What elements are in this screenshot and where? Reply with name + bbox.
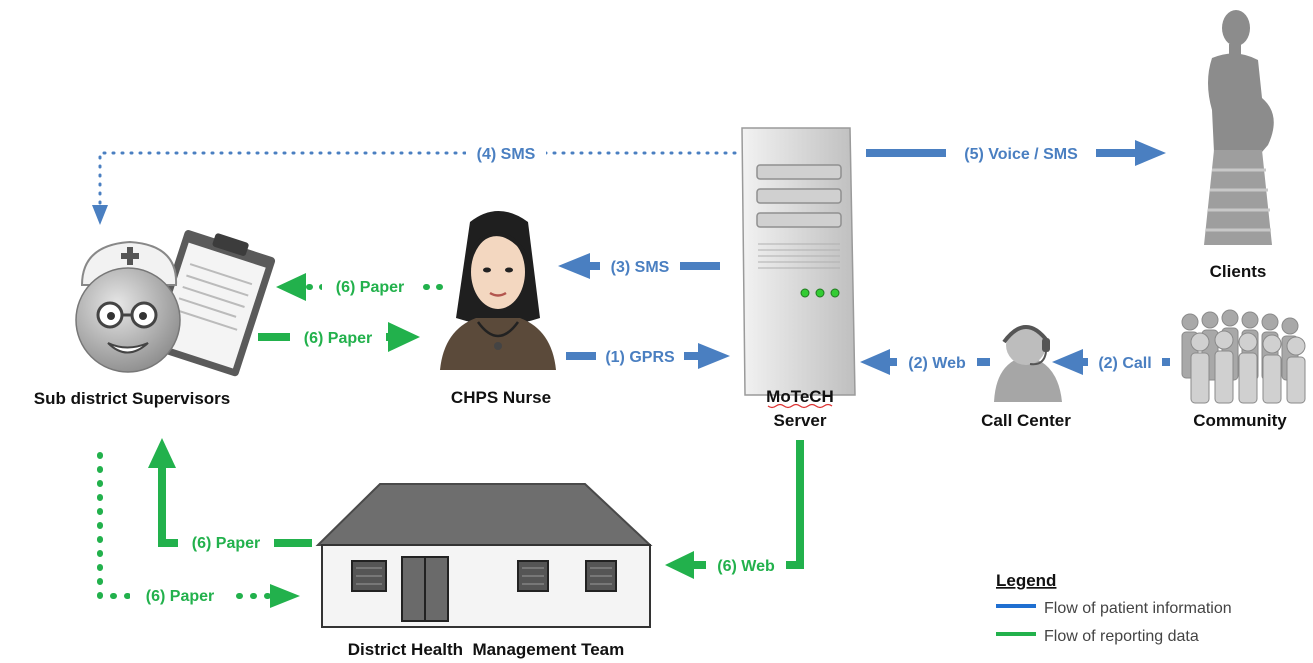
- legend-item-reporting: Flow of reporting data: [1044, 628, 1199, 645]
- edge-web-server-to-dhmt: (6) Web: [665, 440, 804, 579]
- arrowhead-icon: [276, 273, 306, 301]
- arrowhead-icon: [270, 584, 300, 608]
- edge-paper-supervisors-to-dhmt: (6) Paper: [97, 452, 300, 608]
- edge-voice-sms-clients: (5) Voice / SMS: [866, 140, 1166, 166]
- community-label: Community: [1193, 411, 1287, 430]
- spellcheck-underline: [767, 403, 833, 409]
- server-node: MoTeCH Server: [741, 127, 856, 430]
- edge-label-voice-sms: (5) Voice / SMS: [964, 146, 1078, 163]
- nurse-label: CHPS Nurse: [451, 388, 551, 407]
- call-center-node: Call Center: [981, 325, 1071, 430]
- edge-label-web-2: (2) Web: [908, 355, 966, 372]
- arrowhead-icon: [558, 253, 590, 279]
- edge-label-web-6: (6) Web: [717, 558, 775, 575]
- clients-label: Clients: [1210, 262, 1267, 281]
- edge-gprs-to-server: (1) GPRS: [566, 343, 730, 369]
- edge-label-paper-dhmt-sup: (6) Paper: [192, 535, 260, 552]
- edge-label-paper-nurse-sup: (6) Paper: [336, 279, 404, 296]
- arrowhead-icon: [1135, 140, 1166, 166]
- edge-label-gprs: (1) GPRS: [605, 349, 675, 366]
- supervisors-label: Sub district Supervisors: [34, 389, 231, 408]
- nurse-icon: [440, 211, 556, 370]
- edge-label-sms-4: (4) SMS: [477, 146, 536, 163]
- edge-call-from-community: (2) Call: [1052, 349, 1170, 375]
- edge-sms-to-supervisors: (4) SMS: [92, 143, 737, 225]
- dhmt-label: District Health Management Team: [348, 640, 624, 659]
- edge-web-from-callcenter: (2) Web: [860, 349, 990, 375]
- arrowhead-icon: [92, 205, 108, 225]
- dhmt-node: District Health Management Team: [315, 483, 653, 659]
- edge-label-sms-3: (3) SMS: [611, 259, 670, 276]
- edge-label-paper-sup-dhmt: (6) Paper: [146, 588, 214, 605]
- arrowhead-icon: [665, 551, 694, 579]
- edge-paper-supervisors-to-nurse: (6) Paper: [258, 322, 420, 352]
- call-center-label: Call Center: [981, 411, 1071, 430]
- arrowhead-icon: [388, 322, 420, 352]
- arrowhead-icon: [148, 438, 176, 468]
- edge-label-paper-sup-nurse: (6) Paper: [304, 330, 372, 347]
- community-node: Community: [1181, 309, 1306, 430]
- clients-node: Clients: [1204, 10, 1274, 281]
- arrowhead-icon: [698, 343, 730, 369]
- server-label-line2: Server: [774, 411, 827, 430]
- crowd-icon: [1181, 309, 1306, 404]
- edge-paper-dhmt-to-supervisors: (6) Paper: [148, 438, 312, 552]
- server-icon: [741, 127, 856, 396]
- legend-item-patient: Flow of patient information: [1044, 600, 1232, 617]
- legend: Legend Flow of patient information Flow …: [996, 571, 1232, 645]
- edge-label-call: (2) Call: [1098, 355, 1151, 372]
- arrowhead-icon: [1052, 349, 1083, 375]
- nurse-node: CHPS Nurse: [440, 211, 556, 407]
- legend-title: Legend: [996, 571, 1056, 590]
- edge-sms-to-nurse: (3) SMS: [558, 253, 720, 279]
- edge-paper-nurse-to-supervisors: (6) Paper: [276, 273, 443, 301]
- server-label-line1: MoTeCH: [766, 387, 834, 406]
- building-icon: [315, 483, 653, 628]
- headset-operator-icon: [994, 325, 1062, 402]
- pregnant-woman-icon: [1204, 10, 1274, 245]
- clipboard-icon: [148, 230, 276, 377]
- nurse-supervisor-icon: [75, 240, 181, 373]
- arrowhead-icon: [860, 349, 890, 375]
- supervisors-node: Sub district Supervisors: [34, 230, 276, 408]
